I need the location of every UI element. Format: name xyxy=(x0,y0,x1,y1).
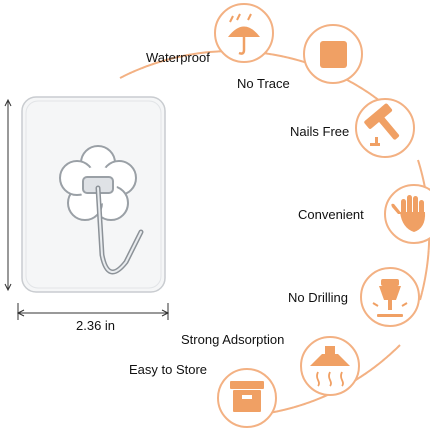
feature-label-no-drilling: No Drilling xyxy=(288,290,348,305)
strong-adsorption-badge xyxy=(300,336,360,396)
umbrella-icon xyxy=(228,13,260,55)
width-dimension-line xyxy=(16,303,170,320)
width-dimension-label: 2.36 in xyxy=(76,318,116,333)
height-dimension-line xyxy=(4,98,12,292)
flower-hook xyxy=(59,145,144,275)
feature-label-strong-adsorption: Strong Adsorption xyxy=(181,332,285,347)
hand-icon xyxy=(391,195,426,232)
nails-free-badge xyxy=(355,98,415,158)
easy-to-store-badge xyxy=(217,368,277,428)
hammer-icon xyxy=(364,103,400,146)
waterproof-badge xyxy=(214,3,274,63)
feature-label-convenient: Convenient xyxy=(298,207,364,222)
drill-icon xyxy=(372,279,408,317)
convenient-badge xyxy=(384,184,430,244)
feature-label-waterproof: Waterproof xyxy=(146,50,210,65)
feature-label-nails-free: Nails Free xyxy=(290,124,350,139)
feature-label-easy-to-store: Easy to Store xyxy=(129,362,208,377)
no-trace-badge xyxy=(303,24,363,84)
range-hood-icon xyxy=(310,346,350,387)
feature-label-no-trace: No Trace xyxy=(237,76,290,91)
no-drilling-badge xyxy=(360,267,420,327)
storage-box-icon xyxy=(230,381,264,412)
square-icon xyxy=(320,41,347,68)
